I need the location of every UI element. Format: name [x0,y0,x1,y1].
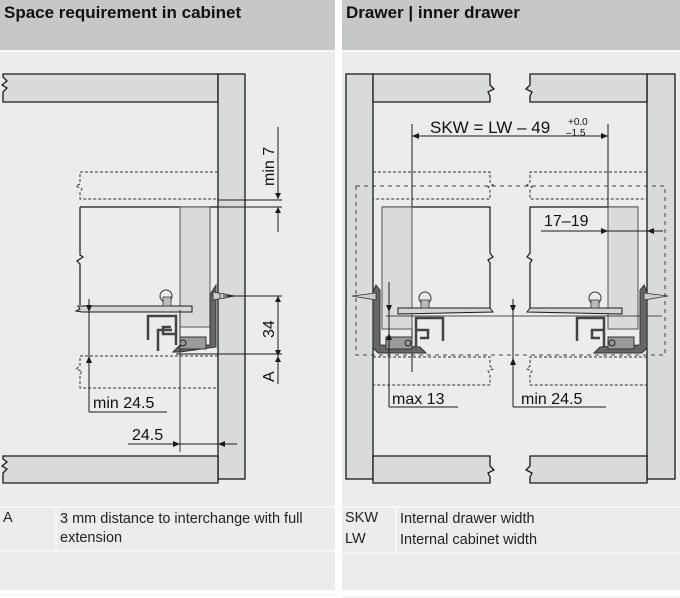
dim-min-7: min 7 [261,147,278,186]
slide-carriage [179,336,207,350]
slide-bracket-left [372,284,428,354]
right-panel-title: Drawer | inner drawer [346,3,520,22]
dim-34: 34 [261,320,278,338]
slide-carriage-left [385,336,413,350]
top-shelf-right [524,73,648,103]
top-shelf [0,73,219,103]
drawer-bottom-right [526,307,623,315]
lower-drawer-dashed-right [526,356,647,386]
legend-key: LW [345,531,366,547]
left-panel-title: Space requirement in cabinet [4,3,242,22]
legend-value: Internal cabinet width [395,531,680,552]
legend-key: SKW [345,510,379,526]
drawer-width-diagram: SKW = LW – 49 +0.0 –1.5 [345,73,676,484]
slide-bracket-right [592,284,648,354]
upper-drawer-dashed [74,171,218,200]
right-panel: Drawer | inner drawer SKW = LW – 49 +0.0… [342,0,680,598]
legend-empty-row [342,552,680,596]
legend-value: Internal drawer width [395,508,680,531]
runner-profile-left [414,316,445,348]
upper-drawer-dashed-left [373,171,494,200]
formula-tol-upper: +0.0 [568,117,588,128]
drawer-bottom [74,305,193,313]
legend-row: SKW Internal drawer width [342,506,680,531]
slide-bracket [171,283,217,353]
left-panel: Space requirement in cabinet [0,0,335,596]
left-panel-header: Space requirement in cabinet [0,0,335,52]
legend-key: A [3,510,13,526]
cabinet-space-diagram: min 7 34 A min 24.5 24.5 [0,73,282,484]
top-shelf-left [372,73,496,103]
outer-envelope-dashed [355,185,666,356]
dim-a: A [261,371,278,382]
dim-24-5: 24.5 [132,427,163,444]
legend-empty-row [0,550,335,594]
right-panel-header: Drawer | inner drawer [342,0,680,52]
bottom-shelf [0,455,219,484]
cabinet-side-wall [217,73,246,480]
upper-drawer-dashed-right [526,171,647,200]
bottom-shelf-left [372,455,496,484]
lower-drawer-dashed-left [373,356,494,386]
left-side-wall [345,73,374,480]
right-side-wall [646,73,676,480]
drawer-bottom-left [397,307,494,315]
lower-drawer-dashed [74,355,218,389]
runner-profile [146,314,178,351]
right-legend: SKW Internal drawer width LW Internal ca… [342,506,680,598]
dim-max-13: max 13 [392,391,445,408]
drawer-side-panel [179,206,211,328]
legend-row: LW Internal cabinet width [342,531,680,552]
drawer-right-outline [526,206,638,308]
formula-tol-lower: –1.5 [566,128,586,139]
runner-profile-right [575,316,606,348]
left-legend: A 3 mm distance to interchange with full… [0,506,335,596]
dim-17-19: 17–19 [544,213,589,230]
legend-value: 3 mm distance to interchange with full e… [55,508,330,550]
drawer-left-outline [382,206,494,308]
legend-row: A 3 mm distance to interchange with full… [0,506,335,550]
bottom-shelf-right [524,455,648,484]
dim-min-24-5-right: min 24.5 [521,391,582,408]
mounting-screw-left [351,292,377,301]
mounting-screw-right [643,292,669,301]
formula-main: SKW = LW – 49 [430,118,550,137]
slide-carriage-right [607,336,635,350]
dim-min-24-5: min 24.5 [93,395,154,412]
